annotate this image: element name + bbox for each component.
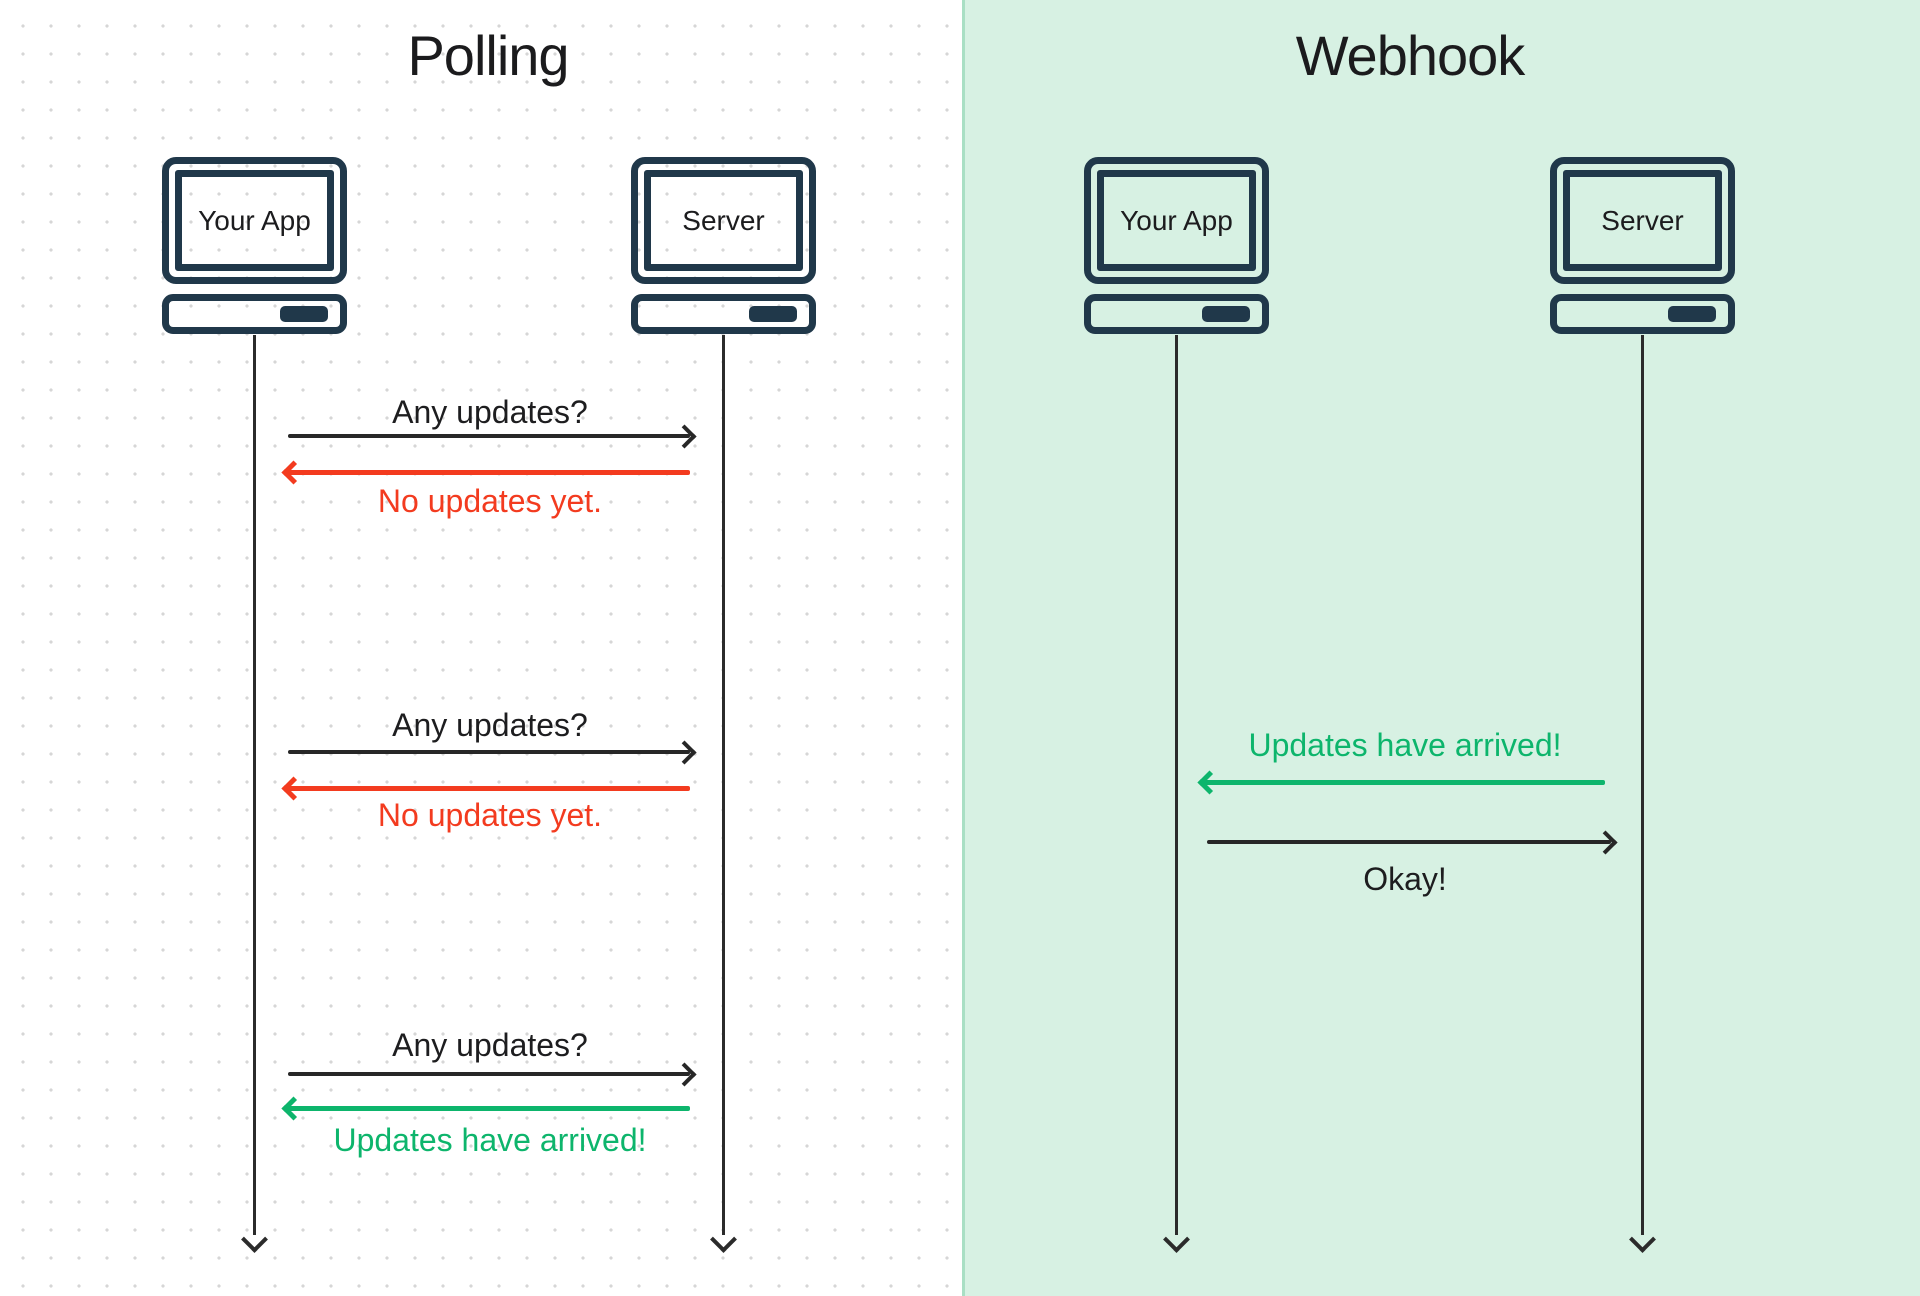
- computer-base: [631, 294, 816, 334]
- computer-base: [162, 294, 347, 334]
- webhook-notification-arrow-left: [1197, 769, 1607, 795]
- arrow-left-icon: [281, 459, 306, 485]
- monitor-screen: Server: [644, 170, 803, 271]
- actor-label: Server: [682, 204, 765, 236]
- monitor-screen: Your App: [1097, 170, 1256, 271]
- lifeline-polling-your-app: [241, 335, 268, 1253]
- request-arrow-right-2: [286, 739, 697, 765]
- monitor-screen: Server: [1563, 170, 1722, 271]
- request-arrow-right-3: [286, 1061, 697, 1087]
- computer-icon-webhook-server: Server: [1550, 157, 1735, 334]
- request-label-3: Any updates?: [392, 1027, 588, 1063]
- webhook-title: Webhook: [1295, 24, 1526, 87]
- request-label-1: Any updates?: [392, 394, 588, 430]
- computer-base: [1550, 294, 1735, 334]
- computer-base-button: [1202, 306, 1250, 322]
- monitor-frame: Your App: [162, 157, 347, 284]
- response-label-2: No updates yet.: [377, 797, 603, 833]
- arrow-left-icon: [281, 1095, 306, 1121]
- computer-base: [1084, 294, 1269, 334]
- arrow-left-icon: [281, 775, 306, 801]
- computer-base-button: [280, 306, 328, 322]
- webhook-ack-label: Okay!: [1363, 861, 1447, 897]
- polling-title: Polling: [407, 24, 569, 87]
- response-label-3: Updates have arrived!: [333, 1122, 647, 1158]
- monitor-frame: Server: [1550, 157, 1735, 284]
- computer-icon-polling-your-app: Your App: [162, 157, 347, 334]
- response-arrow-left-1: [281, 459, 692, 485]
- request-arrow-right-1: [286, 423, 697, 449]
- lifeline-webhook-your-app: [1163, 335, 1190, 1253]
- response-label-1: No updates yet.: [377, 483, 603, 519]
- actor-label: Your App: [1120, 204, 1233, 236]
- monitor-frame: Server: [631, 157, 816, 284]
- lifeline-webhook-server: [1629, 335, 1656, 1253]
- monitor-screen: Your App: [175, 170, 334, 271]
- response-arrow-left-3: [281, 1095, 692, 1121]
- monitor-frame: Your App: [1084, 157, 1269, 284]
- actor-label: Server: [1601, 204, 1684, 236]
- request-label-2: Any updates?: [392, 707, 588, 743]
- webhook-panel: [962, 0, 1920, 1296]
- arrow-left-icon: [1197, 769, 1222, 795]
- webhook-notification-label: Updates have arrived!: [1248, 727, 1562, 763]
- computer-icon-webhook-your-app: Your App: [1084, 157, 1269, 334]
- lifeline-polling-server: [710, 335, 737, 1253]
- webhook-ack-arrow-right: [1205, 829, 1618, 855]
- computer-base-button: [1668, 306, 1716, 322]
- response-arrow-left-2: [281, 775, 692, 801]
- computer-icon-polling-server: Server: [631, 157, 816, 334]
- computer-base-button: [749, 306, 797, 322]
- actor-label: Your App: [198, 204, 311, 236]
